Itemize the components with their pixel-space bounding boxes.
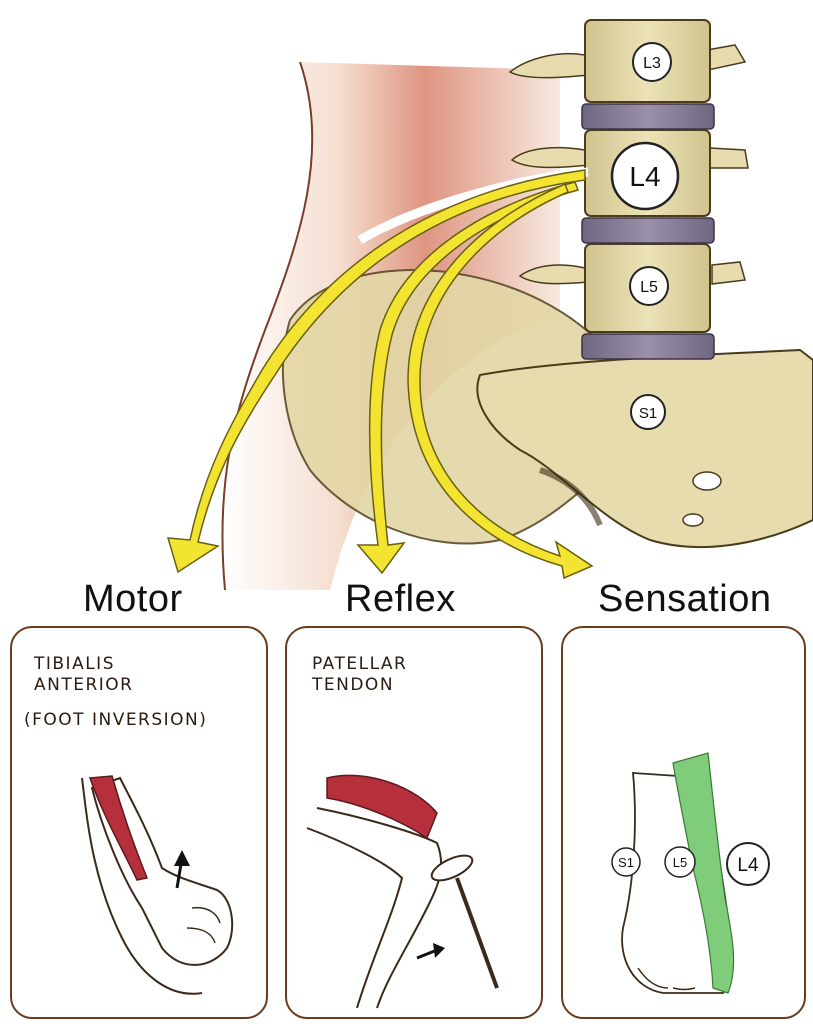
l3-label: L3	[643, 55, 661, 72]
transverse-process	[712, 262, 745, 284]
foot-inversion-sketch	[12, 628, 268, 1019]
sensation-panel: S1 L5 L4	[561, 626, 806, 1019]
sacral-foramen	[693, 472, 721, 490]
dermatome-s1-label: S1	[618, 855, 634, 870]
reflex-hammer	[457, 878, 497, 988]
sensation-heading: Sensation	[598, 578, 772, 621]
transverse-process	[707, 45, 745, 70]
reflex-heading: Reflex	[345, 578, 456, 621]
l5-label: L5	[640, 279, 658, 296]
s1-label: S1	[639, 405, 657, 422]
transverse-process	[710, 148, 748, 168]
motor-panel: TIBIALIS ANTERIOR (FOOT INVERSION)	[10, 626, 268, 1019]
reflex-panel: PATELLAR TENDON	[285, 626, 543, 1019]
dermatome-sketch: S1 L5 L4	[563, 628, 806, 1019]
disc-l3-l4	[582, 104, 714, 129]
disc-l5-s1	[582, 334, 714, 359]
patellar-reflex-sketch	[287, 628, 543, 1019]
quadriceps-muscle	[327, 775, 437, 838]
transverse-process	[510, 54, 588, 78]
sacral-foramen	[683, 514, 703, 526]
dermatome-l5-label: L5	[673, 855, 687, 870]
disc-l4-l5	[582, 218, 714, 243]
l4-label: L4	[629, 161, 660, 192]
motor-heading: Motor	[83, 578, 183, 621]
dermatome-l4-label: L4	[737, 855, 759, 876]
